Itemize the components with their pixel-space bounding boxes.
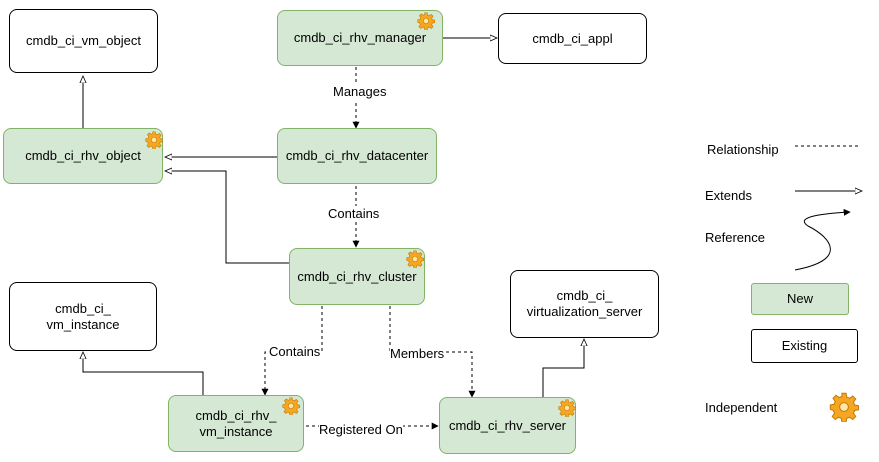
node-rhv-cluster[interactable]: cmdb_ci_rhv_cluster xyxy=(289,248,425,305)
legend-extends-label: Extends xyxy=(705,188,752,203)
legend-independent-label: Independent xyxy=(705,400,778,415)
node-virtualization-server[interactable]: cmdb_ci_ virtualization_server xyxy=(510,270,659,338)
edge-label-contains-datacenter: Contains xyxy=(328,206,380,222)
edge-label-registered-on: Registered On xyxy=(319,422,403,438)
edge-rhv-server-extends-virtualization-server xyxy=(542,339,584,397)
node-rhv-vm-instance[interactable]: cmdb_ci_rhv_ vm_instance xyxy=(168,395,304,452)
gear-icon xyxy=(406,250,424,268)
edge-label-manages: Manages xyxy=(333,84,387,100)
legend-gear-icon xyxy=(829,392,859,422)
legend-reference-label: Reference xyxy=(705,230,765,245)
legend-new-box: New xyxy=(751,283,849,315)
gear-icon xyxy=(282,397,300,415)
node-rhv-manager[interactable]: cmdb_ci_rhv_manager xyxy=(277,10,443,66)
legend-reference-curve xyxy=(794,208,851,271)
node-rhv-server[interactable]: cmdb_ci_rhv_server xyxy=(439,397,576,454)
node-vm-instance[interactable]: cmdb_ci_ vm_instance xyxy=(9,282,157,351)
edge-rhv-vm-instance-extends-vm-instance xyxy=(83,352,204,395)
edge-rhv-cluster-extends-rhv-object xyxy=(165,171,289,264)
node-appl[interactable]: cmdb_ci_appl xyxy=(498,13,647,64)
node-rhv-datacenter[interactable]: cmdb_ci_rhv_datacenter xyxy=(277,128,437,184)
gear-icon xyxy=(145,131,163,149)
legend-relationship-label: Relationship xyxy=(707,142,779,157)
legend-existing-box: Existing xyxy=(751,329,858,363)
edge-label-members: Members xyxy=(390,346,445,362)
edge-label-contains-cluster: Contains xyxy=(269,344,321,360)
gear-icon xyxy=(417,12,435,30)
node-rhv-object[interactable]: cmdb_ci_rhv_object xyxy=(3,128,163,184)
gear-icon xyxy=(558,399,576,417)
node-vm-object[interactable]: cmdb_ci_vm_object xyxy=(9,9,158,73)
